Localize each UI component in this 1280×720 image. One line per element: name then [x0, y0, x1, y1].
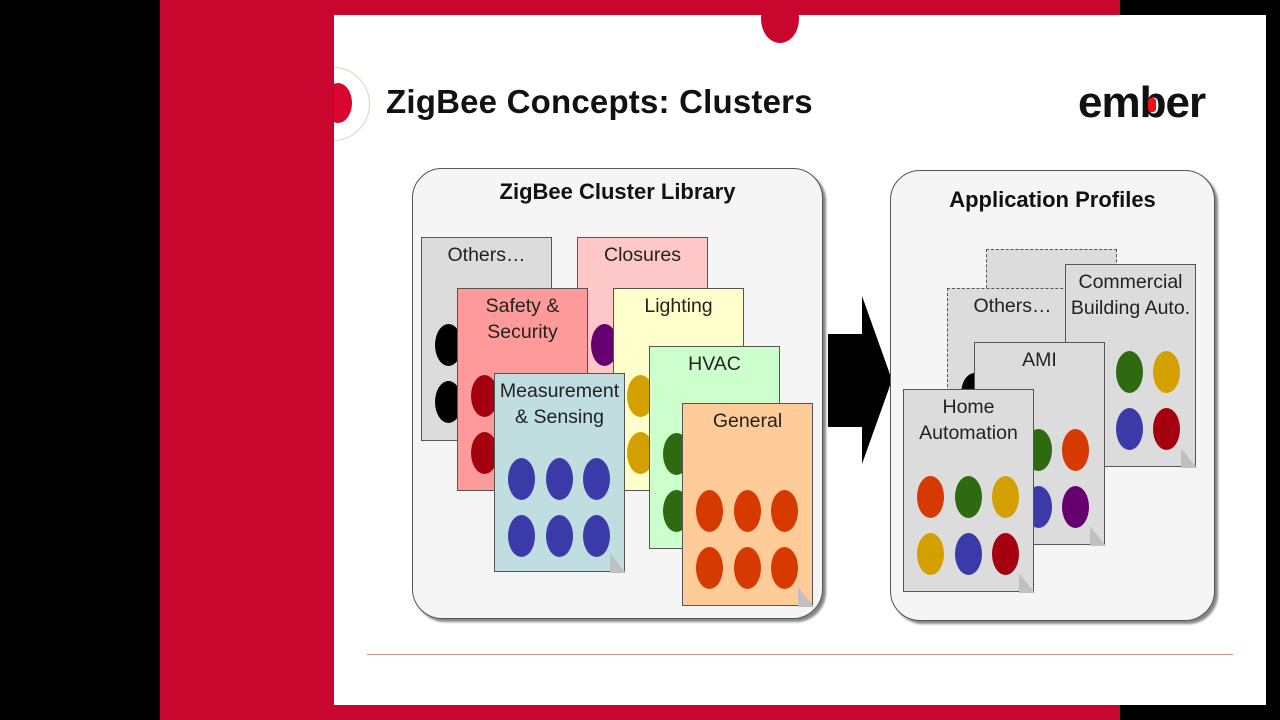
- decorative-side-dot: [334, 83, 352, 123]
- card-label: General: [712, 410, 783, 432]
- cluster-library-title: ZigBee Cluster Library: [499, 179, 736, 204]
- profile-dot: [917, 533, 944, 575]
- card-label: Measurement & Sensing: [499, 380, 620, 428]
- logo-part-1: em: [1078, 78, 1141, 127]
- logo-part-3: er: [1165, 78, 1206, 127]
- profile-dot: [992, 533, 1019, 575]
- profile-dot: [992, 476, 1019, 518]
- right-arrow-icon: [828, 296, 892, 464]
- cluster-library-panel: ZigBee Cluster Library Others… Closures …: [412, 168, 823, 619]
- logo-part-2: b: [1140, 78, 1167, 128]
- slide-title: ZigBee Concepts: Clusters: [386, 83, 813, 120]
- logo-red-mark: [1147, 98, 1156, 112]
- cluster-dot: [696, 547, 723, 589]
- cluster-card-measurement-sensing: Measurement & Sensing: [494, 373, 626, 573]
- card-label: AMI: [1022, 349, 1057, 371]
- page-curl: [798, 587, 814, 607]
- cluster-dot: [508, 458, 535, 500]
- slide: ZigBee Concepts: Clusters ember ZigBee C…: [334, 15, 1266, 705]
- card-label: Others…: [973, 295, 1052, 317]
- cluster-dot: [471, 432, 498, 474]
- profile-dot: [955, 476, 982, 518]
- cluster-dot: [471, 375, 498, 417]
- cluster-dot: [696, 490, 723, 532]
- footer-rule: [367, 654, 1233, 655]
- ember-logo: ember: [1078, 78, 1206, 128]
- application-profiles-title: Application Profiles: [949, 187, 1156, 212]
- page-curl: [1181, 448, 1197, 468]
- card-label: HVAC: [688, 353, 741, 375]
- card-label: Commercial Building Auto.: [1070, 271, 1191, 319]
- cluster-dot: [508, 515, 535, 557]
- card-label: Lighting: [644, 295, 713, 317]
- cluster-dot: [583, 515, 610, 557]
- cluster-dot: [583, 458, 610, 500]
- card-label: Closures: [604, 244, 681, 266]
- page-curl: [610, 553, 626, 573]
- page-curl: [1090, 526, 1106, 546]
- profile-dot: [1062, 429, 1089, 471]
- cluster-dot: [771, 547, 798, 589]
- profile-dot: [955, 533, 982, 575]
- card-label: Others…: [447, 244, 526, 266]
- page-curl: [1019, 573, 1035, 593]
- profile-dot: [1153, 351, 1180, 393]
- cluster-dot: [546, 515, 573, 557]
- profile-dot: [1153, 408, 1180, 450]
- cluster-card-general: General: [682, 403, 814, 607]
- profile-dot: [1062, 486, 1089, 528]
- profile-dot: [1116, 408, 1143, 450]
- profile-dot: [917, 476, 944, 518]
- cluster-dot: [771, 490, 798, 532]
- decorative-top-dot: [761, 15, 799, 43]
- slide-frame: ZigBee Concepts: Clusters ember ZigBee C…: [160, 0, 1266, 720]
- application-profiles-panel: Application Profiles Others… Commercial …: [890, 170, 1215, 621]
- profile-card-home-automation: Home Automation: [903, 389, 1035, 593]
- cluster-dot: [734, 547, 761, 589]
- cluster-dot: [546, 458, 573, 500]
- profile-dot: [1116, 351, 1143, 393]
- cluster-dot: [734, 490, 761, 532]
- card-label: Home Automation: [919, 396, 1018, 444]
- card-label: Safety & Security: [485, 295, 560, 343]
